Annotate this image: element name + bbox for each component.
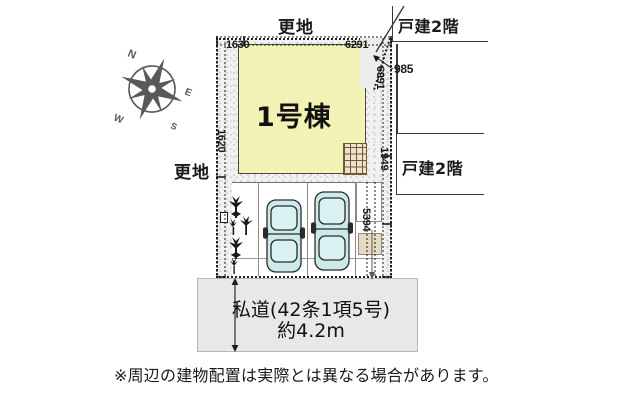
- building-1-label: 1号棟: [256, 102, 332, 133]
- compass-east-label: E: [183, 87, 194, 100]
- compass-rose-icon: N E S W: [112, 48, 194, 133]
- parking-stall-divider-3: [355, 182, 356, 276]
- neighbor-label-top: 戸建2階: [398, 17, 460, 36]
- balcony-grid: [343, 143, 367, 175]
- neighbor-box-right: [396, 133, 484, 195]
- dimension-diagonal-985: 985: [394, 62, 414, 76]
- entry-pad: [356, 182, 382, 222]
- parking-stall-divider-2: [307, 182, 308, 276]
- dimension-985-leader: [373, 55, 394, 70]
- planting-symbols: [229, 196, 253, 274]
- vacant-land-label-top: 更地: [278, 18, 314, 38]
- service-strip: [358, 233, 382, 255]
- footnote-text: ※周辺の建物配置は実際とは異なる場合があります。: [114, 366, 499, 385]
- neighbor-top-leader-line: [375, 6, 405, 53]
- road-width-dimension-arrow: [231, 278, 239, 352]
- right-boundary-bracket: [396, 44, 398, 134]
- private-road-label: 私道(42条1項5号) 約4.2m: [231, 299, 391, 343]
- private-road-area: [197, 278, 418, 352]
- dimension-band-right: [382, 38, 392, 278]
- meter-box: [220, 212, 228, 223]
- dimension-band-inner-right: [366, 182, 376, 278]
- private-road-label-line1: 私道(42条1項5号): [231, 299, 391, 321]
- road-right-arrow: [369, 230, 375, 280]
- private-road-label-line2: 約4.2m: [277, 320, 345, 343]
- neighbor-label-right: 戸建2階: [402, 159, 464, 178]
- dimension-band-top: [216, 36, 392, 46]
- compass-north-label: N: [126, 48, 138, 62]
- car-1: [263, 199, 305, 273]
- compass-west-label: W: [112, 113, 125, 127]
- compass-south-label: S: [169, 121, 178, 133]
- parking-stall-divider-1: [258, 182, 259, 276]
- car-2: [311, 191, 353, 271]
- dimension-band-left: [216, 38, 226, 278]
- parking-stall-guide-line: [232, 258, 382, 259]
- vacant-land-label-left: 更地: [174, 163, 210, 183]
